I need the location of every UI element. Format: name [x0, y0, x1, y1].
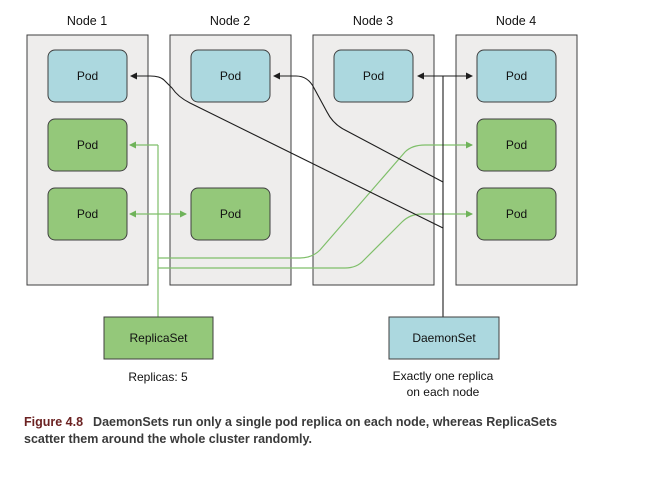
ds-line-to-node2-pod: [273, 72, 444, 183]
caption-text-1: DaemonSets run only a single pod replica…: [93, 415, 558, 429]
pod-label: Pod: [363, 69, 384, 83]
pod-label: Pod: [77, 207, 98, 221]
node-4-title: Node 4: [496, 14, 536, 28]
node-3-title: Node 3: [353, 14, 393, 28]
pod-label: Pod: [77, 69, 98, 83]
pod-node1-replica-1: Pod: [47, 118, 128, 172]
pod-node1-daemon: Pod: [47, 49, 128, 103]
pod-node1-replica-2: Pod: [47, 187, 128, 241]
pod-label: Pod: [77, 138, 98, 152]
replicaset-box: ReplicaSet: [103, 316, 214, 360]
node-1-title: Node 1: [67, 14, 107, 28]
pod-node4-replica-1: Pod: [476, 118, 557, 172]
caption-line-1: Figure 4.8 DaemonSets run only a single p…: [24, 414, 644, 431]
pod-node4-replica-2: Pod: [476, 187, 557, 241]
figure-number: Figure 4.8: [24, 415, 84, 429]
ds-line-to-node1-pod: [130, 72, 444, 229]
pod-node2-replica: Pod: [190, 187, 271, 241]
pod-node4-daemon: Pod: [476, 49, 557, 103]
daemonset-note-line2: on each node: [407, 385, 480, 399]
pod-node2-daemon: Pod: [190, 49, 271, 103]
replicaset-label: ReplicaSet: [129, 331, 188, 345]
pod-node3-daemon: Pod: [333, 49, 414, 103]
daemonset-box: DaemonSet: [388, 316, 500, 360]
node-2-title: Node 2: [210, 14, 250, 28]
rs-line-to-node4-pod2: [158, 141, 473, 259]
pod-label: Pod: [506, 138, 527, 152]
figure-caption: Figure 4.8 DaemonSets run only a single p…: [24, 414, 644, 448]
replicaset-replicas-note: Replicas: 5: [128, 370, 188, 384]
pod-label: Pod: [506, 207, 527, 221]
pod-label: Pod: [220, 69, 241, 83]
daemonset-label: DaemonSet: [412, 331, 476, 345]
daemonset-note-line1: Exactly one replica: [393, 369, 494, 383]
daemonset-connectors: [130, 72, 473, 317]
pod-label: Pod: [220, 207, 241, 221]
caption-line-2: scatter them around the whole cluster ra…: [24, 432, 313, 446]
pod-label: Pod: [506, 69, 527, 83]
